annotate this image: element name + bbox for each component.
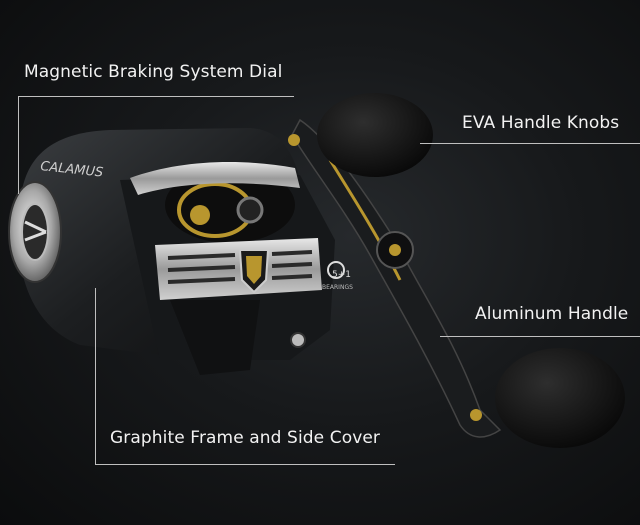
frame-top-bar (130, 162, 300, 195)
frame-pointer-h (95, 464, 395, 465)
frame-pointer-v (95, 288, 96, 464)
braking-dial-label: Magnetic Braking System Dial (24, 62, 283, 82)
handle-knob-bottom (495, 348, 625, 448)
svg-text:5+1: 5+1 (332, 270, 351, 280)
braking-dial-pointer-v (18, 96, 19, 194)
frame-label: Graphite Frame and Side Cover (110, 428, 381, 448)
aluminum-handle-label: Aluminum Handle (475, 304, 629, 324)
aluminum-handle-pointer (440, 336, 640, 337)
handle-knob-top (317, 93, 433, 177)
braking-dial-pointer-h (18, 96, 294, 97)
aluminum-handle-arm (291, 118, 502, 438)
brand-logo: CALAMUS (40, 159, 104, 181)
reel-foot (170, 300, 260, 375)
handle-knobs-label: EVA Handle Knobs (462, 113, 620, 133)
svg-text:BEARINGS: BEARINGS (322, 284, 353, 291)
bearings-badge-icon (327, 261, 345, 279)
knobs-pointer (420, 143, 640, 144)
